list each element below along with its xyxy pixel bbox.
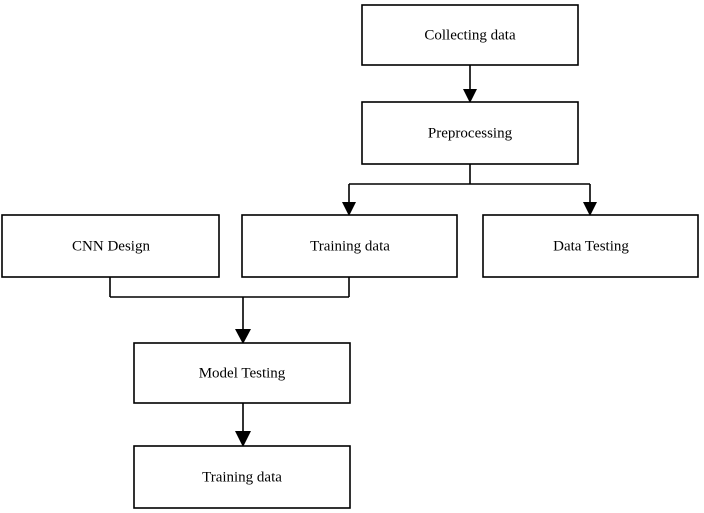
node-model-testing[interactable]: Model Testing xyxy=(133,342,351,404)
edge-preprocessing-split-bus xyxy=(349,164,590,185)
edge-preprocessing-to-training xyxy=(342,184,356,216)
node-label-collecting-data: Collecting data xyxy=(424,27,516,43)
node-label-cnn-design: CNN Design xyxy=(72,238,150,254)
node-collecting-data[interactable]: Collecting data xyxy=(361,4,579,66)
edge-preprocessing-to-testing xyxy=(583,184,597,216)
edge-collecting-to-preprocessing xyxy=(463,65,477,103)
node-training-data-top[interactable]: Training data xyxy=(241,214,458,278)
node-label-model-testing: Model Testing xyxy=(199,365,286,381)
edge-merge-to-model-testing xyxy=(235,297,251,344)
node-training-data-bottom[interactable]: Training data xyxy=(133,445,351,509)
edge-model-to-training xyxy=(235,403,251,447)
node-preprocessing[interactable]: Preprocessing xyxy=(361,101,579,165)
node-label-data-testing: Data Testing xyxy=(553,238,629,254)
node-data-testing[interactable]: Data Testing xyxy=(482,214,699,278)
node-label-training-data-top: Training data xyxy=(310,238,390,254)
edge-merge-bus xyxy=(109,277,350,298)
node-label-training-data-bottom: Training data xyxy=(202,469,282,485)
node-label-preprocessing: Preprocessing xyxy=(428,125,513,141)
node-cnn-design[interactable]: CNN Design xyxy=(1,214,220,278)
